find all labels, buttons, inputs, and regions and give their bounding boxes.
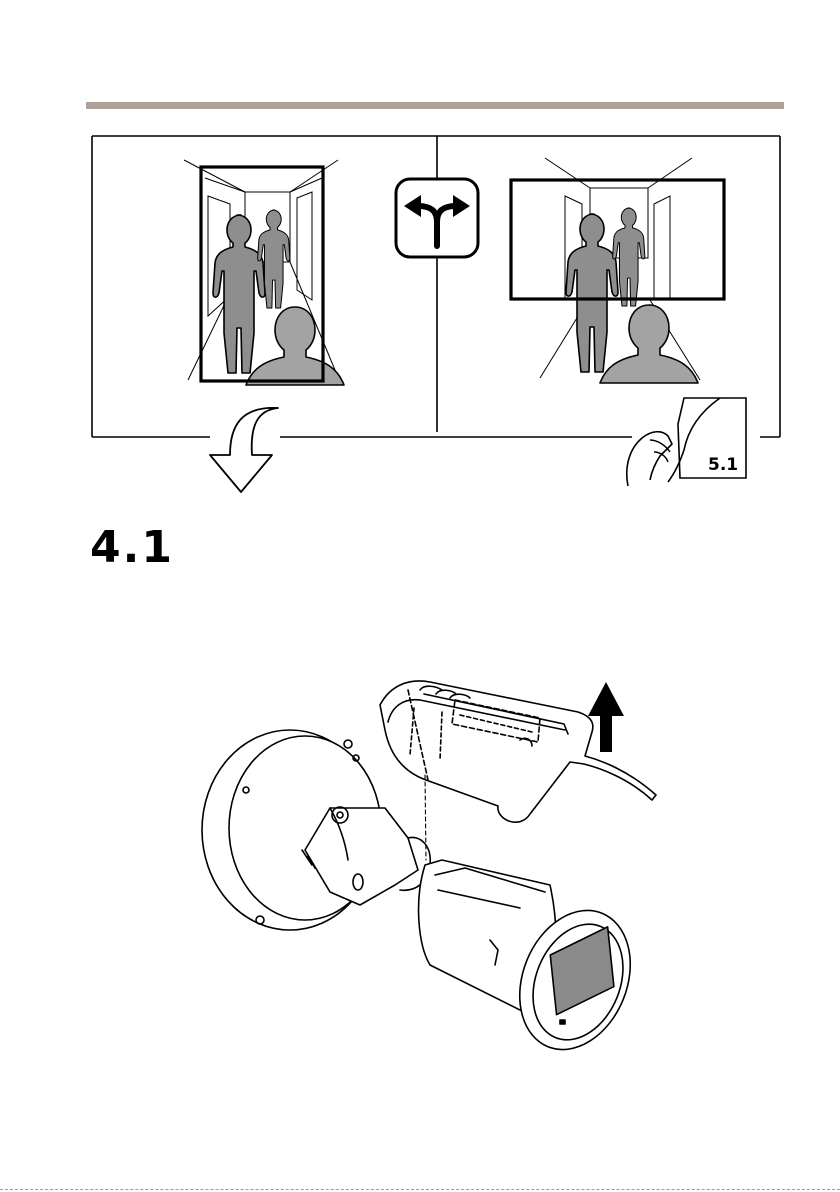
landscape-view xyxy=(511,158,724,383)
bullet-camera-illustration xyxy=(180,660,680,1080)
orientation-figure: 5.1 xyxy=(0,0,840,510)
fork-arrows-icon xyxy=(396,179,478,257)
down-arrow-icon xyxy=(210,408,278,492)
page-bottom-border xyxy=(0,1189,840,1190)
goto-page-label: 5.1 xyxy=(708,455,738,475)
up-arrow-icon xyxy=(588,682,624,752)
section-number: 4.1 xyxy=(90,522,174,573)
page-turn-icon: 5.1 xyxy=(627,398,746,486)
portrait-view xyxy=(184,160,344,385)
